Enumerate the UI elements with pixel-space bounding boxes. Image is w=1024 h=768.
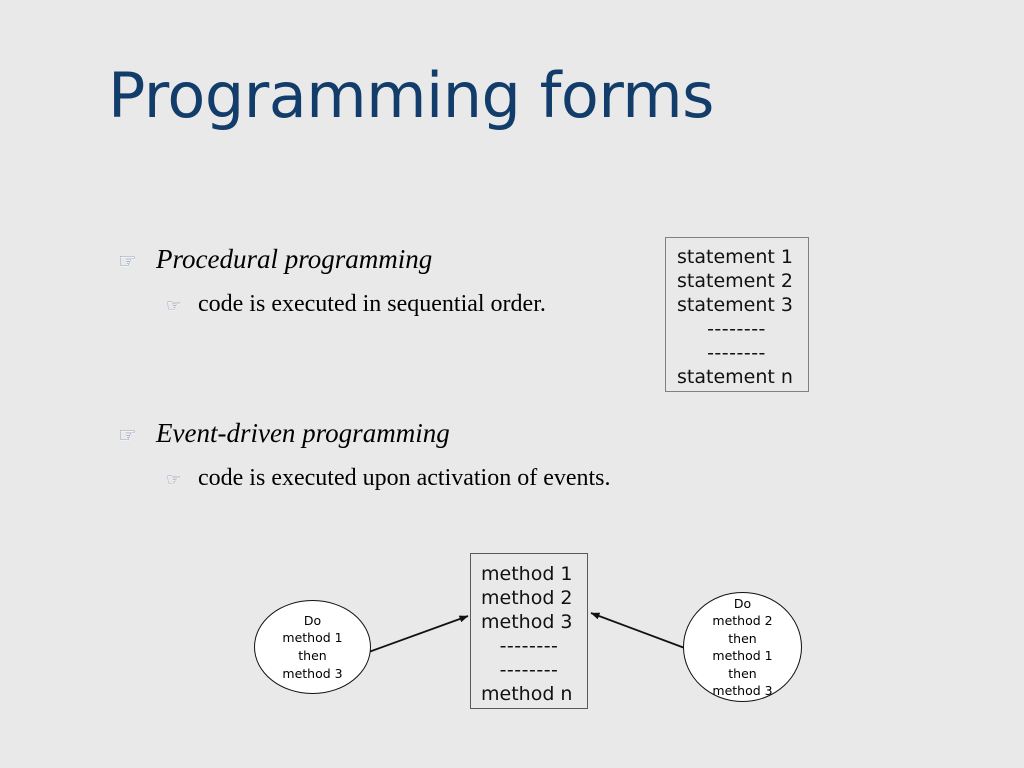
- ellipse-left-line: method 3: [282, 665, 343, 681]
- pointing-hand-bullet-icon: ☞: [118, 249, 137, 273]
- method-line: method 1: [481, 563, 573, 585]
- bullet-subitem-procedural: ☞ code is executed in sequential order.: [166, 291, 678, 319]
- statement-line-dashes: --------: [707, 317, 766, 340]
- bullet-heading-procedural: Procedural programming: [156, 244, 433, 274]
- page-title: Programming forms: [108, 59, 714, 132]
- ellipse-right-line: then: [728, 665, 757, 681]
- method-line-dashes: --------: [499, 634, 559, 657]
- bullet-item-event-driven: ☞ Event-driven programming: [118, 418, 678, 449]
- method-line-dashes: --------: [499, 658, 559, 681]
- statement-line: statement 1: [677, 246, 793, 268]
- statement-line: statement 3: [677, 293, 793, 316]
- bullet-subitem-event-driven: ☞ code is executed upon activation of ev…: [166, 465, 678, 493]
- method-line: method 3: [481, 610, 573, 633]
- bullet-item-procedural: ☞ Procedural programming: [118, 244, 678, 275]
- method-line: method n: [481, 682, 573, 705]
- bullet-group-procedural: ☞ Procedural programming ☞ code is execu…: [118, 244, 678, 319]
- pointing-hand-bullet-icon: ☞: [118, 423, 137, 447]
- ellipse-right-line: method 3: [712, 683, 773, 698]
- ellipse-right-line: method 2: [712, 613, 773, 628]
- method-box: method 1 method 2 method 3 -------- ----…: [470, 553, 588, 709]
- bullet-subtext-event-driven: code is executed upon activation of even…: [198, 465, 611, 492]
- bullet-group-event-driven: ☞ Event-driven programming ☞ code is exe…: [118, 418, 678, 493]
- statement-line: statement n: [677, 365, 793, 388]
- arrow-right-to-method-box: [590, 612, 691, 651]
- pointing-hand-bullet-icon: ☞: [166, 296, 182, 317]
- statement-line-dashes: --------: [707, 341, 766, 364]
- ellipse-left-line: then: [298, 648, 327, 663]
- ellipse-right-line: Do: [733, 595, 752, 611]
- bullet-subtext-procedural: code is executed in sequential order.: [198, 291, 546, 318]
- ellipse-left-line: method 1: [282, 630, 343, 646]
- event-source-right-ellipse: Do method 2 then method 1 then method 3: [683, 592, 802, 702]
- ellipse-left-line: Do: [303, 612, 322, 628]
- event-source-left-ellipse: Do method 1 then method 3: [254, 600, 371, 694]
- ellipse-right-line: then: [728, 630, 757, 646]
- statement-line: statement 2: [677, 269, 793, 292]
- ellipse-right-line: method 1: [712, 648, 773, 663]
- arrow-left-to-method-box: [365, 615, 469, 654]
- pointing-hand-bullet-icon: ☞: [166, 470, 182, 491]
- bullet-heading-event-driven: Event-driven programming: [156, 418, 450, 448]
- method-line: method 2: [481, 586, 573, 609]
- statement-box: statement 1 statement 2 statement 3 ----…: [665, 237, 809, 392]
